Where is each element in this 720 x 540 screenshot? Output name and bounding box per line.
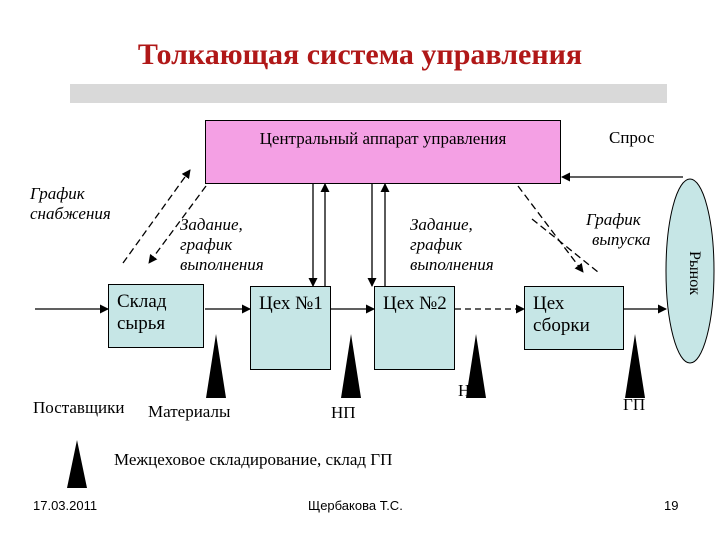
release-dash-line — [531, 218, 599, 273]
store-to-center-arrow — [122, 169, 191, 264]
suppliers-label: Поставщики — [33, 398, 125, 417]
storage-triangle-3 — [466, 334, 486, 398]
wip1-label: НП — [331, 403, 356, 422]
footer-page: 19 — [664, 498, 679, 513]
central-management-box: Центральный аппарат управления — [205, 120, 561, 184]
wip2-label: НП — [458, 381, 483, 400]
storage-triangle-2 — [341, 334, 361, 398]
demand-label: Спрос — [609, 128, 655, 147]
footer-author: Щербакова Т.С. — [308, 498, 403, 513]
legend-label: Межцеховое складирование, склад ГП — [114, 450, 393, 469]
storage-triangle-1 — [206, 334, 226, 398]
central-label: Центральный аппарат управления — [259, 129, 507, 148]
slide-title: Толкающая система управления — [137, 38, 583, 71]
finished-goods-label: ГП — [623, 395, 646, 414]
market-ellipse — [665, 178, 715, 364]
market-label: Рынок — [686, 251, 703, 295]
center-to-assembly-arrow — [517, 185, 584, 273]
shop2-box: Цех №2 — [374, 286, 455, 370]
legend-triangle — [67, 440, 87, 488]
footer-date: 17.03.2011 — [33, 498, 98, 513]
storage-triangle-4 — [625, 334, 645, 398]
shop1-box: Цех №1 — [250, 286, 331, 370]
materials-label: Материалы — [148, 402, 231, 421]
supply-to-store-arrow — [148, 185, 207, 264]
header-band — [70, 84, 667, 103]
